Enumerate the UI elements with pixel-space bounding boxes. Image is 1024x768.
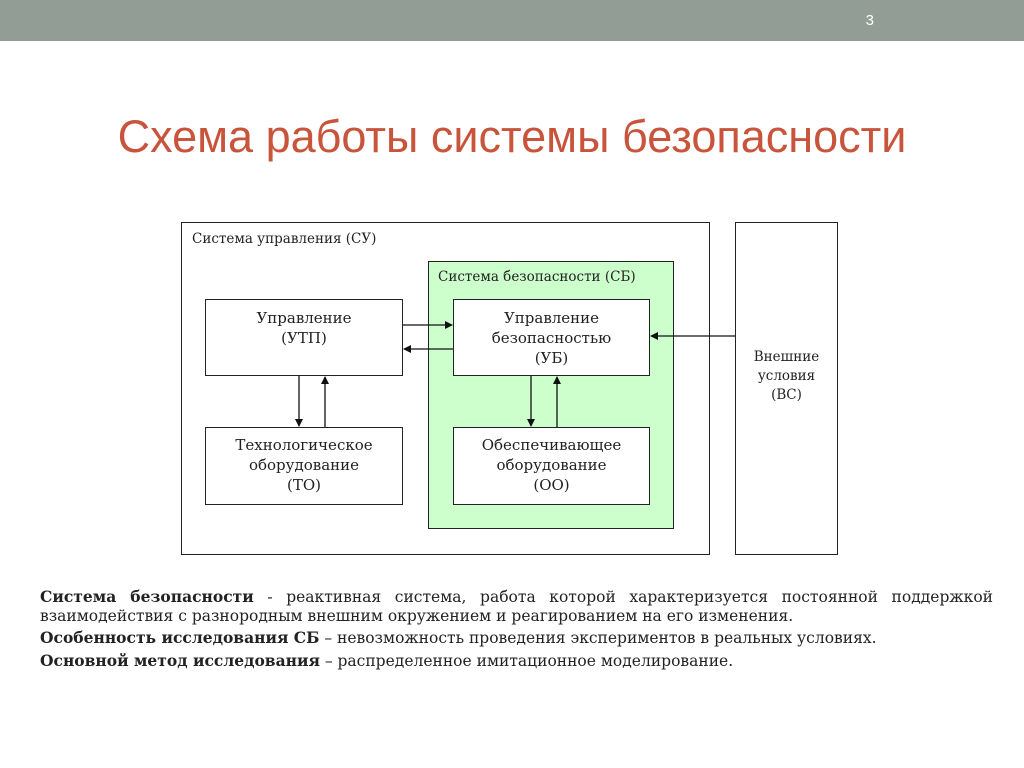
to-line1: Технологическое [235, 436, 373, 455]
method-paragraph: Основной метод исследования – распределе… [40, 650, 993, 671]
method-term: Основной метод исследования [40, 650, 320, 670]
process-control-box: Управление (УТП) [205, 299, 403, 376]
oo-line1: Обеспечивающее [481, 436, 622, 455]
ub-line2: безопасностью [491, 328, 612, 347]
feature-text: – невозможность проведения экспериментов… [319, 629, 877, 648]
vs-line1: Внешние [753, 349, 820, 365]
utp-line2: (УТП) [281, 328, 327, 347]
supporting-equipment-box: Обеспечивающее оборудование (ОО) [453, 427, 650, 505]
external-conditions-frame [735, 222, 838, 555]
technological-equipment-box: Технологическое оборудование (ТО) [205, 427, 403, 505]
body-text: Система безопасности - реактивная систем… [40, 587, 993, 674]
vs-line3: (ВС) [771, 386, 802, 403]
definition-text: - реактивная система, работа которой хар… [40, 588, 993, 625]
vs-line2: условия [757, 367, 816, 384]
definition-paragraph: Система безопасности - реактивная систем… [40, 587, 993, 625]
feature-paragraph: Особенность исследования СБ – невозможно… [40, 628, 993, 648]
security-control-box: Управление безопасностью (УБ) [453, 299, 650, 376]
slide-title: Схема работы системы безопасности [117, 111, 907, 162]
definition-term: Система безопасности [40, 587, 254, 606]
to-line2: оборудование [248, 456, 360, 475]
ub-line3: (УБ) [534, 348, 569, 367]
to-line3: (ТО) [286, 475, 321, 494]
slide-number: 3 [865, 12, 874, 29]
feature-term: Особенность исследования СБ [40, 628, 320, 648]
security-system-label: Система безопасности (СБ) [438, 269, 636, 285]
external-conditions-label: Внешние условия (ВС) [735, 348, 838, 405]
control-system-label: Система управления (СУ) [192, 231, 377, 247]
oo-line2: оборудование [496, 456, 607, 475]
ub-line1: Управление [503, 309, 600, 327]
method-text: – распределенное имитационное моделирова… [319, 651, 734, 670]
oo-line3: (ОО) [533, 475, 570, 494]
utp-line1: Управление [256, 309, 352, 327]
top-bar: 3 [0, 0, 1024, 41]
